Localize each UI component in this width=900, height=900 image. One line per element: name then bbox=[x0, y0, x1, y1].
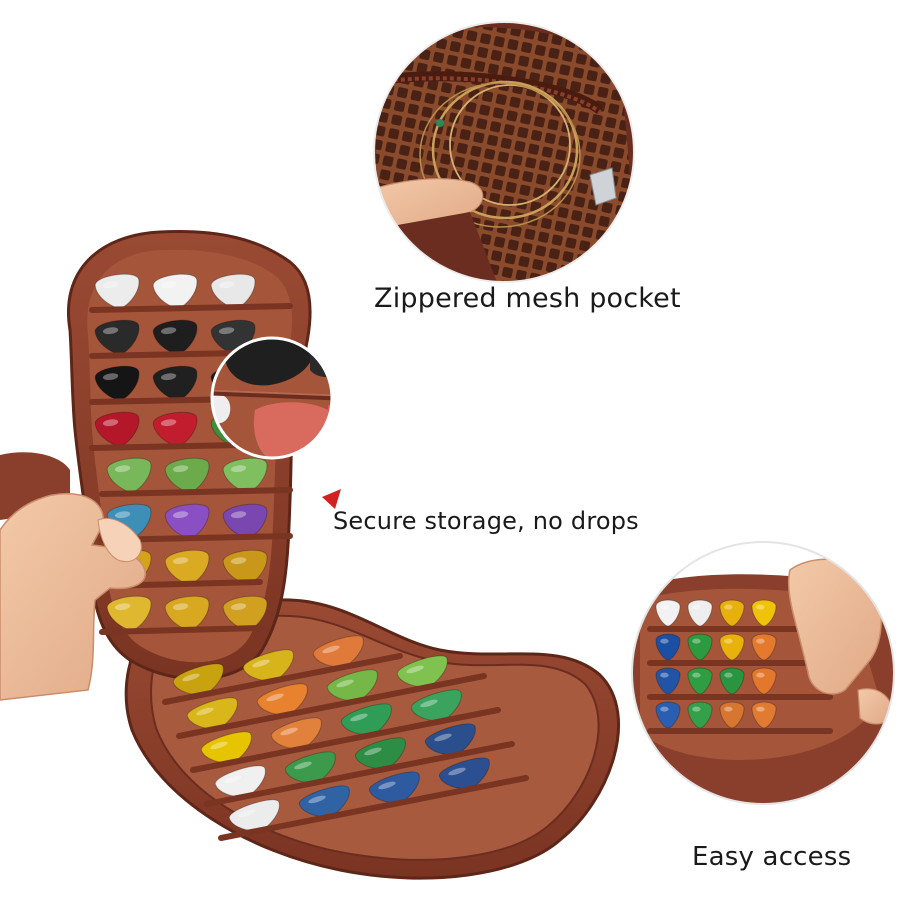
guitar-pick bbox=[222, 503, 268, 539]
guitar-pick bbox=[312, 635, 364, 668]
guitar-pick bbox=[655, 599, 681, 627]
guitar-pick bbox=[719, 701, 745, 729]
guitar-pick bbox=[172, 663, 224, 696]
pointer-arrow bbox=[322, 489, 341, 509]
elastic-strap bbox=[190, 707, 501, 773]
guitar-pick bbox=[655, 701, 681, 729]
base-elastic-straps bbox=[162, 653, 529, 841]
guitar-pick bbox=[94, 411, 140, 447]
guitar-pick bbox=[751, 599, 777, 627]
guitar-pick bbox=[164, 457, 210, 493]
guitar-pick bbox=[751, 701, 777, 729]
guitar-pick bbox=[438, 757, 490, 790]
elastic-strap bbox=[162, 653, 403, 705]
caption-secure-storage: Secure storage, no drops bbox=[333, 507, 639, 535]
guitar-pick bbox=[152, 365, 198, 401]
easy-access-photo bbox=[631, 541, 895, 805]
guitar-pick bbox=[222, 595, 268, 631]
elastic-strap bbox=[218, 775, 529, 841]
elastic-strap bbox=[99, 487, 293, 497]
guitar-pick bbox=[326, 669, 378, 702]
guitar-pick bbox=[94, 319, 140, 355]
guitar-pick bbox=[340, 703, 392, 736]
elastic-strap bbox=[89, 303, 293, 313]
guitar-pick bbox=[687, 667, 713, 695]
guitar-pick bbox=[94, 365, 140, 401]
caption-easy-access: Easy access bbox=[692, 842, 852, 872]
guitar-pick bbox=[164, 549, 210, 585]
guitar-pick bbox=[164, 595, 210, 631]
guitar-pick bbox=[719, 599, 745, 627]
guitar-pick bbox=[106, 595, 152, 631]
guitar-pick bbox=[655, 633, 681, 661]
elastic-strap bbox=[99, 625, 263, 635]
guitar-pick bbox=[164, 503, 210, 539]
guitar-pick bbox=[655, 667, 681, 695]
guitar-pick bbox=[186, 697, 238, 730]
guitar-pick bbox=[354, 737, 406, 770]
guitar-pick bbox=[719, 633, 745, 661]
guitar-pick bbox=[228, 799, 280, 832]
magnifier-detail bbox=[210, 336, 334, 460]
caption-mesh-pocket: Zippered mesh pocket bbox=[374, 283, 681, 314]
guitar-pick bbox=[719, 667, 745, 695]
guitar-pick bbox=[368, 771, 420, 804]
mesh-pocket-photo bbox=[373, 21, 635, 283]
elastic-strap bbox=[204, 741, 515, 807]
guitar-pick bbox=[410, 689, 462, 722]
elastic-strap bbox=[176, 673, 487, 739]
guitar-pick bbox=[94, 273, 140, 309]
guitar-pick bbox=[751, 667, 777, 695]
guitar-pick bbox=[152, 411, 198, 447]
guitar-pick bbox=[200, 731, 252, 764]
guitar-pick bbox=[222, 457, 268, 493]
guitar-pick bbox=[284, 751, 336, 784]
guitar-pick bbox=[152, 273, 198, 309]
inset-pick-grid bbox=[647, 599, 833, 734]
guitar-pick bbox=[222, 549, 268, 585]
base-pick-grid bbox=[172, 635, 490, 832]
guitar-pick bbox=[152, 319, 198, 355]
hand-holding-case bbox=[0, 493, 146, 701]
guitar-pick bbox=[242, 649, 294, 682]
guitar-pick bbox=[210, 273, 256, 309]
guitar-pick bbox=[751, 633, 777, 661]
guitar-pick bbox=[687, 599, 713, 627]
guitar-pick bbox=[298, 785, 350, 818]
guitar-pick bbox=[424, 723, 476, 756]
guitar-pick bbox=[106, 457, 152, 493]
guitar-pick bbox=[214, 765, 266, 798]
guitar-pick bbox=[270, 717, 322, 750]
guitar-pick bbox=[256, 683, 308, 716]
guitar-pick bbox=[687, 701, 713, 729]
guitar-pick bbox=[687, 633, 713, 661]
guitar-pick bbox=[396, 655, 448, 688]
